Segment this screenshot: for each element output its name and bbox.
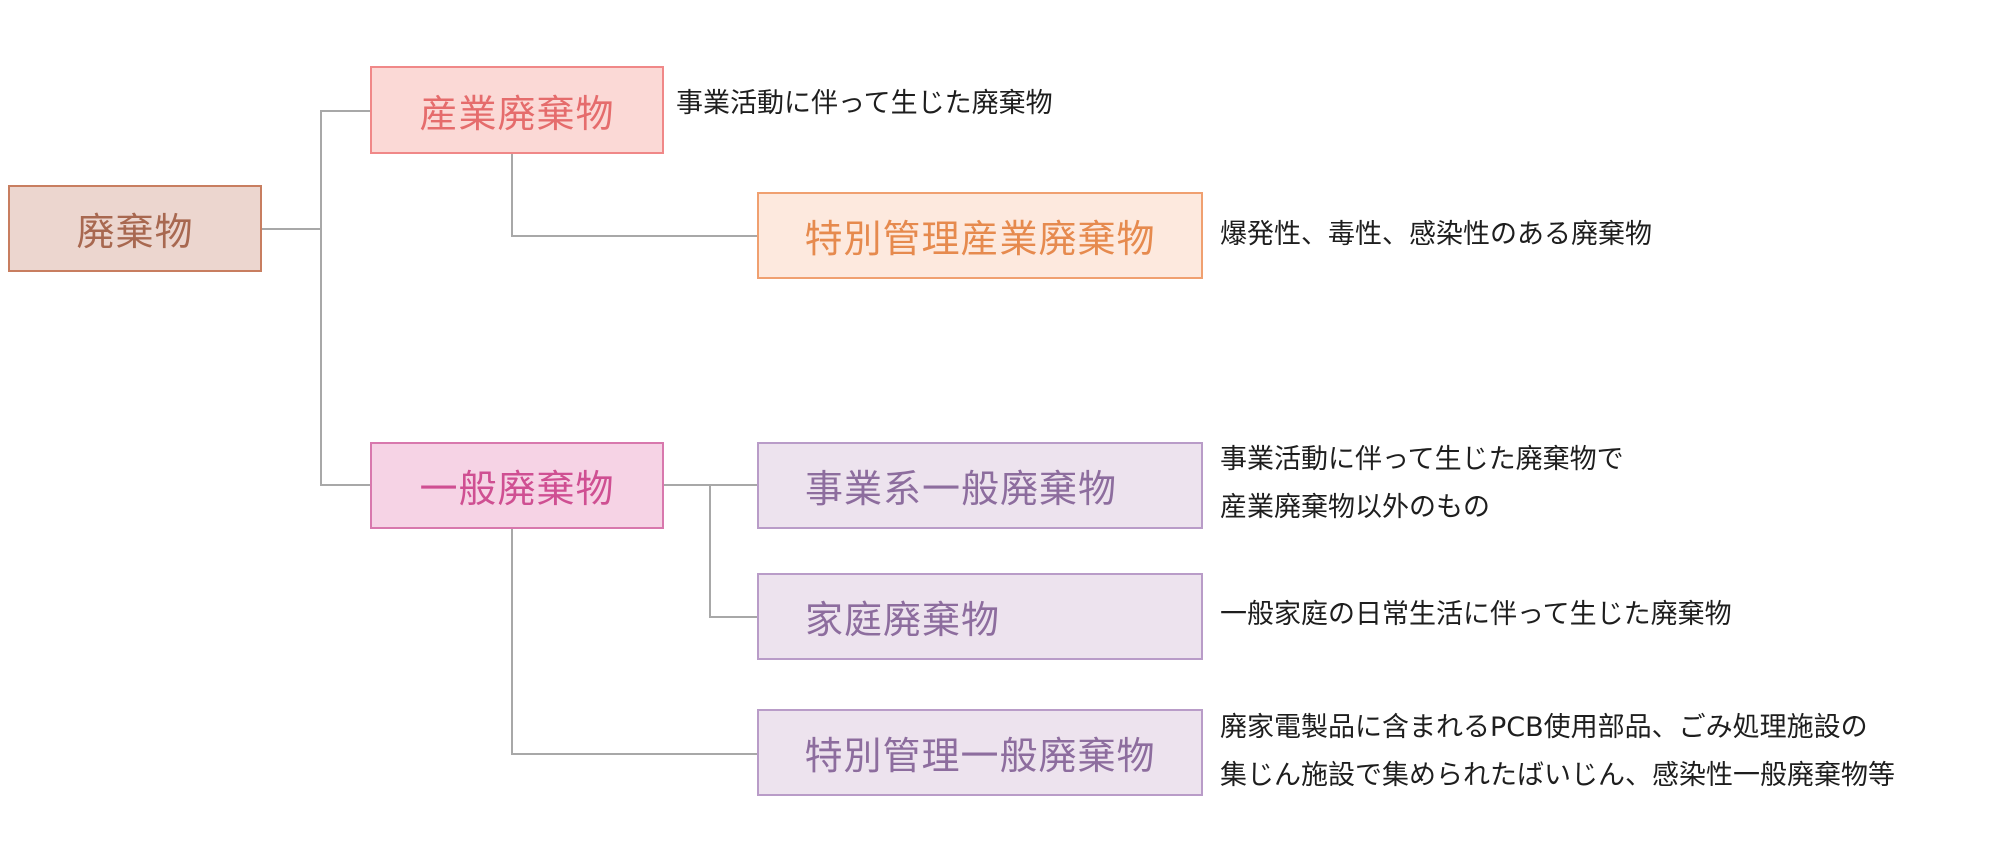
node-special-general-waste: 特別管理一般廃棄物 (757, 709, 1203, 796)
connector-trunk (320, 110, 322, 486)
connector-to-industrial-special (511, 235, 757, 237)
node-household-waste: 家庭廃棄物 (757, 573, 1203, 660)
desc-business-general-waste-line-2: 産業廃棄物以外のもの (1220, 492, 1490, 523)
desc-special-general-waste: 廃家電製品に含まれるPCB使用部品、ごみ処理施設の 集じん施設で集められたばいじ… (1220, 704, 1895, 800)
node-special-general-waste-label: 特別管理一般廃棄物 (804, 734, 1156, 778)
desc-household-waste: 一般家庭の日常生活に伴って生じた廃棄物 (1220, 591, 1732, 639)
node-business-general-waste: 事業系一般廃棄物 (757, 442, 1203, 529)
node-business-general-waste-label: 事業系一般廃棄物 (805, 467, 1118, 511)
desc-special-general-waste-line-1: 廃家電製品に含まれるPCB使用部品、ごみ処理施設の (1220, 712, 1868, 743)
node-general-waste: 一般廃棄物 (370, 442, 664, 529)
connector-industrial-down (511, 154, 513, 237)
desc-business-general-waste: 事業活動に伴って生じた廃棄物で 産業廃棄物以外のもの (1220, 436, 1624, 532)
node-waste-label: 廃棄物 (76, 210, 194, 254)
desc-industrial-waste-line: 事業活動に伴って生じた廃棄物 (676, 88, 1053, 119)
node-household-waste-label: 家庭廃棄物 (805, 598, 1001, 642)
desc-household-waste-line: 一般家庭の日常生活に伴って生じた廃棄物 (1220, 599, 1732, 630)
connector-trunk-to-industrial (320, 110, 370, 112)
node-waste: 廃棄物 (8, 185, 262, 272)
node-industrial-waste: 産業廃棄物 (370, 66, 664, 154)
desc-industrial-waste: 事業活動に伴って生じた廃棄物 (676, 80, 1053, 128)
node-special-industrial-waste-label: 特別管理産業廃棄物 (804, 217, 1156, 261)
node-special-industrial-waste: 特別管理産業廃棄物 (757, 192, 1203, 279)
connector-trunk-to-general (320, 484, 370, 486)
connector-general-down (511, 529, 513, 755)
connector-root-to-trunk (261, 228, 321, 230)
connector-to-household (709, 616, 757, 618)
desc-special-industrial-waste: 爆発性、毒性、感染性のある廃棄物 (1220, 211, 1652, 259)
connector-general-branch (709, 484, 711, 618)
connector-to-general-special (511, 753, 757, 755)
desc-business-general-waste-line-1: 事業活動に伴って生じた廃棄物で (1220, 444, 1624, 475)
node-general-waste-label: 一般廃棄物 (419, 467, 615, 511)
desc-special-general-waste-line-2: 集じん施設で集められたばいじん、感染性一般廃棄物等 (1220, 760, 1895, 791)
desc-special-industrial-waste-line: 爆発性、毒性、感染性のある廃棄物 (1220, 219, 1652, 250)
node-industrial-waste-label: 産業廃棄物 (419, 91, 615, 136)
